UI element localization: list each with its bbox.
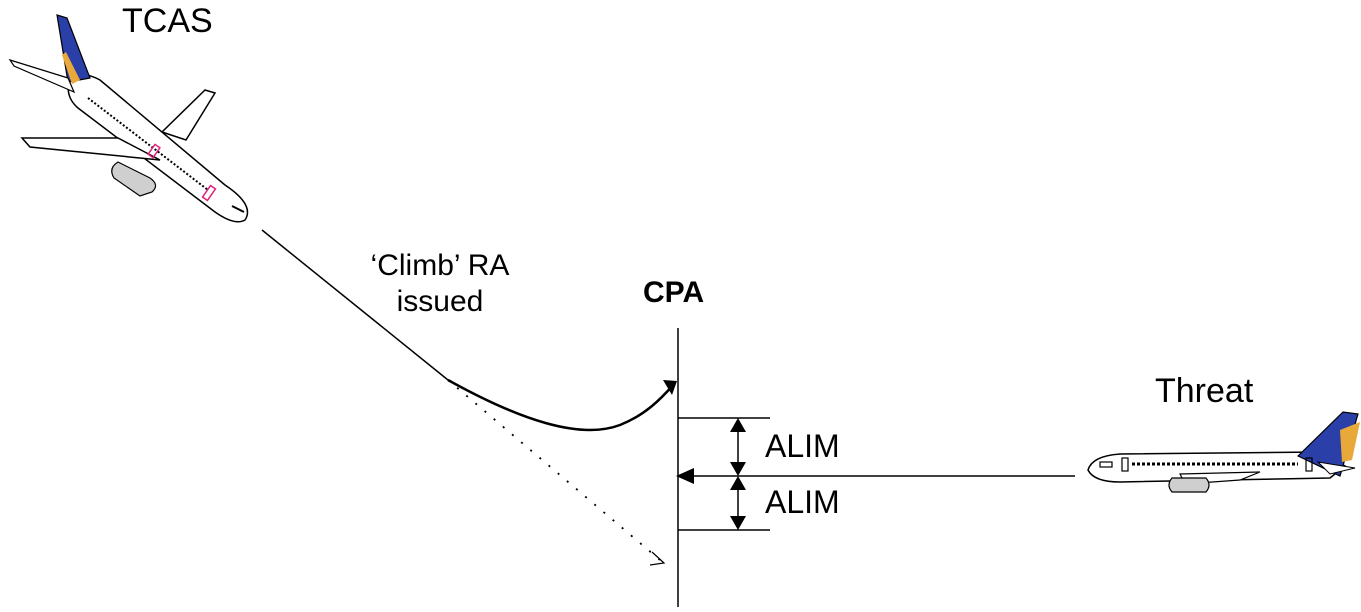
tcas-label: TCAS [122,2,213,40]
alim-lower-label: ALIM [765,484,840,520]
alim-upper-label: ALIM [765,428,840,464]
threat-arrowhead [676,468,694,484]
threat-aircraft-icon [1087,411,1360,493]
climb-arrowhead [663,380,677,395]
climb-ra-label-line2: issued [396,285,484,318]
alim-lower-dimension [730,476,746,530]
cpa-label: CPA [643,276,705,309]
tcas-aircraft-icon [8,14,249,223]
climb-ra-label-line1: ‘Climb’ RA [370,249,510,282]
original-trajectory-dotted [447,379,661,561]
threat-label: Threat [1155,372,1254,410]
alim-upper-dimension [730,418,746,476]
climb-ra-label: ‘Climb’ RA issued [345,248,535,320]
tcas-descent-path [261,229,449,381]
original-trajectory-arrowhead [649,551,666,566]
climb-maneuver-path [447,378,675,432]
